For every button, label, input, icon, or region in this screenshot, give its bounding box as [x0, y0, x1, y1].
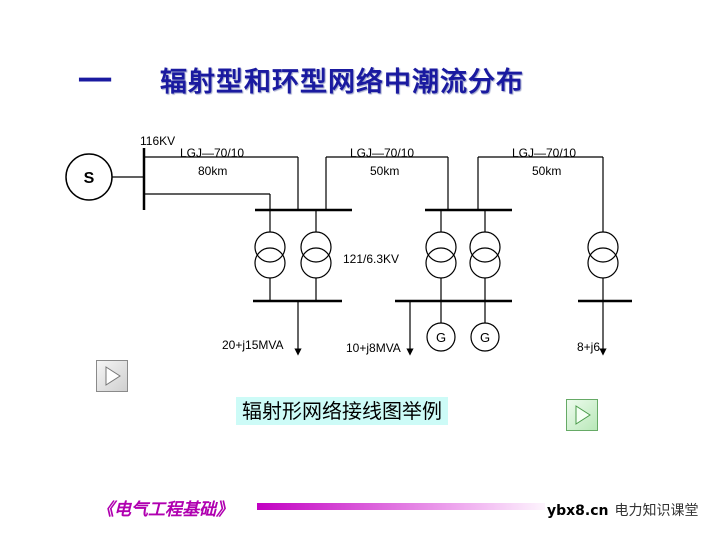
generator-2-label: G — [480, 330, 490, 345]
watermark-url: ybx8.cn — [545, 503, 611, 519]
source-voltage-label: 116KV — [140, 134, 175, 148]
source-label: S — [84, 170, 95, 187]
play-triangle-icon — [105, 366, 121, 386]
line-segment-1: LGJ—70/10 80km — [144, 146, 299, 210]
transformer-ratio-label: 121/6.3KV — [343, 252, 399, 266]
transformer-3 — [587, 231, 619, 279]
line-2-type: LGJ—70/10 — [350, 146, 414, 160]
transformer-1a — [254, 231, 286, 279]
line-3-length: 50km — [532, 164, 561, 178]
transformer-2a — [425, 231, 457, 279]
play-triangle-icon — [575, 405, 591, 425]
footer-course-title: 《电气工程基础》 — [97, 500, 233, 520]
line-1-type: LGJ—70/10 — [180, 146, 244, 160]
load-3-label: 8+j6 — [577, 340, 600, 354]
title-dash: 一 — [78, 62, 112, 102]
line-1-length: 80km — [198, 164, 227, 178]
line-segment-3: LGJ—70/10 50km — [477, 146, 604, 232]
diagram-caption: 辐射形网络接线图举例 — [236, 397, 448, 425]
generator-2: G — [470, 322, 500, 352]
transformer-1b — [300, 231, 332, 279]
load-2-label: 10+j8MVA — [346, 341, 401, 355]
generator-1-label: G — [436, 330, 446, 345]
line-segment-2: LGJ—70/10 50km — [325, 146, 449, 210]
footer-bar — [257, 503, 557, 510]
generator-1: G — [426, 322, 456, 352]
line-3-type: LGJ—70/10 — [512, 146, 576, 160]
source-node: S — [65, 153, 113, 201]
next-slide-button[interactable] — [566, 399, 598, 431]
slide-title: 辐射型和环型网络中潮流分布 — [160, 67, 524, 98]
load-1-label: 20+j15MVA — [222, 338, 283, 352]
transformer-2b — [469, 231, 501, 279]
prev-slide-button[interactable] — [96, 360, 128, 392]
line-2-length: 50km — [370, 164, 399, 178]
watermark-brand: 电力知识课堂 — [614, 503, 699, 519]
